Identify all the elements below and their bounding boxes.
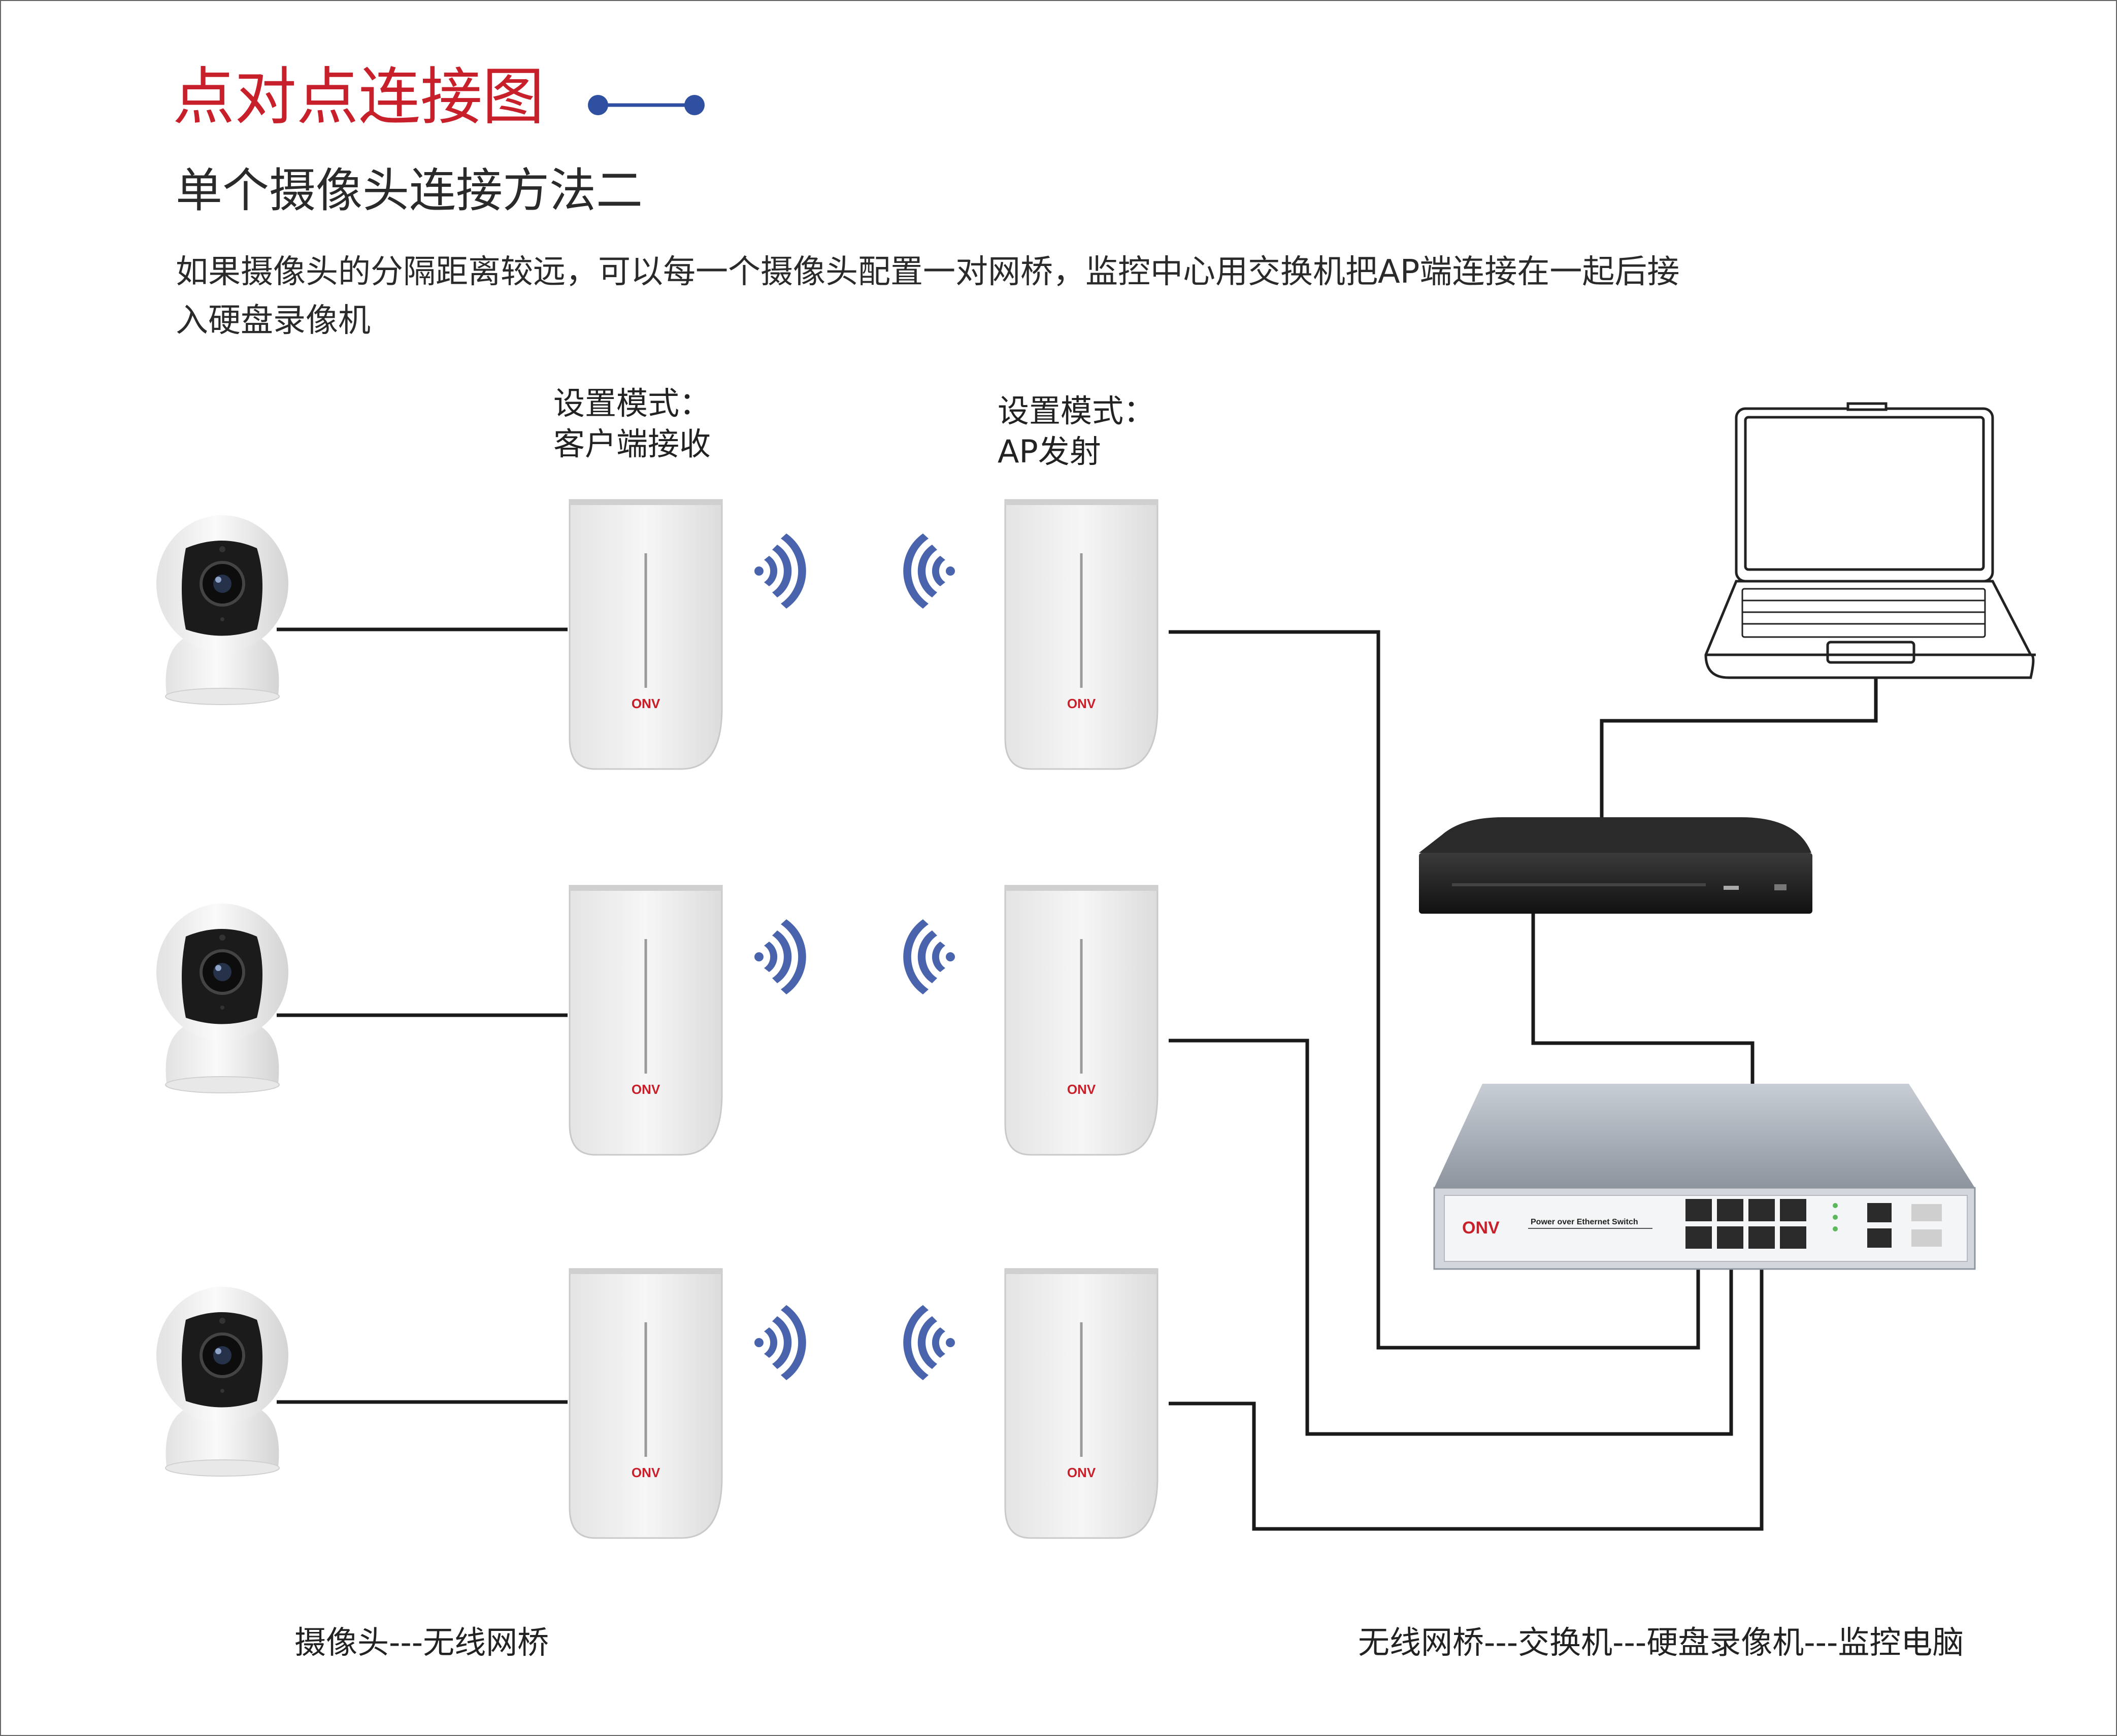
ap-mode-label-line2: AP发射 <box>998 433 1101 470</box>
footer-left-caption: 摄像头---无线网桥 <box>294 1624 549 1661</box>
client-mode-label: 设置模式： 客户端接收 <box>553 383 711 464</box>
laptop-icon <box>1704 402 2036 679</box>
wifi-signal-icon <box>903 533 955 609</box>
camera-icon <box>146 904 288 1093</box>
bridge-brand: ONV <box>632 696 660 711</box>
wireless-bridge-icon <box>570 886 722 1155</box>
wifi-signal-icon <box>754 1305 806 1380</box>
switch-brand: ONV <box>1462 1218 1500 1238</box>
cable-ap2-switch <box>1169 1039 1733 1436</box>
poe-switch-icon: ONV Power over Ethernet Switch <box>1433 1084 1976 1270</box>
cable-ap1-switch <box>1169 630 1700 1350</box>
client-mode-label-line2: 客户端接收 <box>553 425 711 462</box>
page-subtitle: 单个摄像头连接方法二 <box>176 163 643 218</box>
description: 如果摄像头的分隔距离较远，可以每一个摄像头配置一对网桥，监控中心用交换机把AP端… <box>176 253 1680 340</box>
wireless-bridge-icon <box>570 1269 722 1538</box>
wireless-bridge-icon <box>570 500 722 769</box>
wifi-signal-icon <box>903 919 955 994</box>
cable-ap3-switch <box>1169 1249 1764 1531</box>
switch-title: Power over Ethernet Switch <box>1531 1218 1638 1226</box>
footer-right-caption: 无线网桥---交换机---硬盘录像机---监控电脑 <box>1358 1624 1964 1661</box>
cable-nvr-switch <box>1531 914 1755 1084</box>
title-connector-decoration <box>588 95 705 115</box>
wireless-bridge-icon <box>1005 886 1157 1155</box>
camera-icon <box>146 515 288 705</box>
cable-nvr-laptop <box>1600 678 1878 817</box>
client-mode-label-line1: 设置模式： <box>553 385 711 422</box>
wifi-signal-icon <box>903 1305 955 1380</box>
ap-mode-label: 设置模式： AP发射 <box>998 391 1155 472</box>
camera-icon <box>146 1287 288 1476</box>
page-title: 点对点连接图 <box>173 61 544 133</box>
wifi-signal-icon <box>754 533 806 609</box>
wifi-signal-icon <box>754 919 806 994</box>
cables <box>277 627 1878 1531</box>
wireless-bridge-icon <box>1005 500 1157 769</box>
nvr-icon <box>1419 817 1812 914</box>
ap-mode-label-line1: 设置模式： <box>998 392 1155 429</box>
wireless-bridge-icon <box>1005 1269 1157 1538</box>
